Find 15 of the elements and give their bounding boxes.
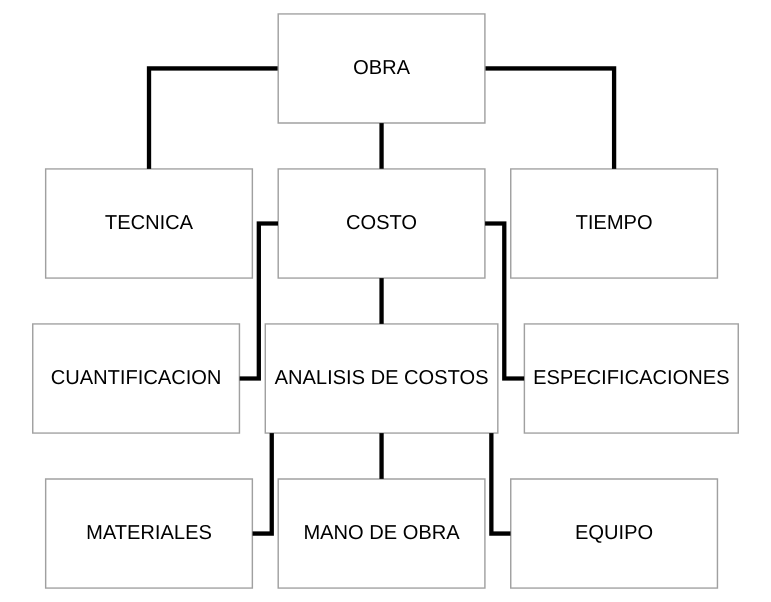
- node-box: TECNICA: [44, 168, 254, 279]
- node-box: MANO DE OBRA: [277, 478, 486, 589]
- node-box: EQUIPO: [510, 478, 718, 589]
- node-box: ESPECIFICACIONES: [524, 323, 739, 434]
- connector: [379, 433, 384, 479]
- node-box: ANALISIS DE COSTOS: [264, 323, 499, 434]
- connector: [486, 66, 616, 169]
- node-box: TIEMPO: [510, 168, 718, 279]
- connector: [379, 123, 384, 169]
- node-box: COSTO: [277, 168, 486, 279]
- node-box: CUANTIFICACION: [32, 323, 240, 434]
- connector: [146, 66, 278, 169]
- node-box: OBRA: [277, 13, 486, 124]
- node-box: MATERIALES: [44, 478, 254, 589]
- connector: [379, 278, 384, 324]
